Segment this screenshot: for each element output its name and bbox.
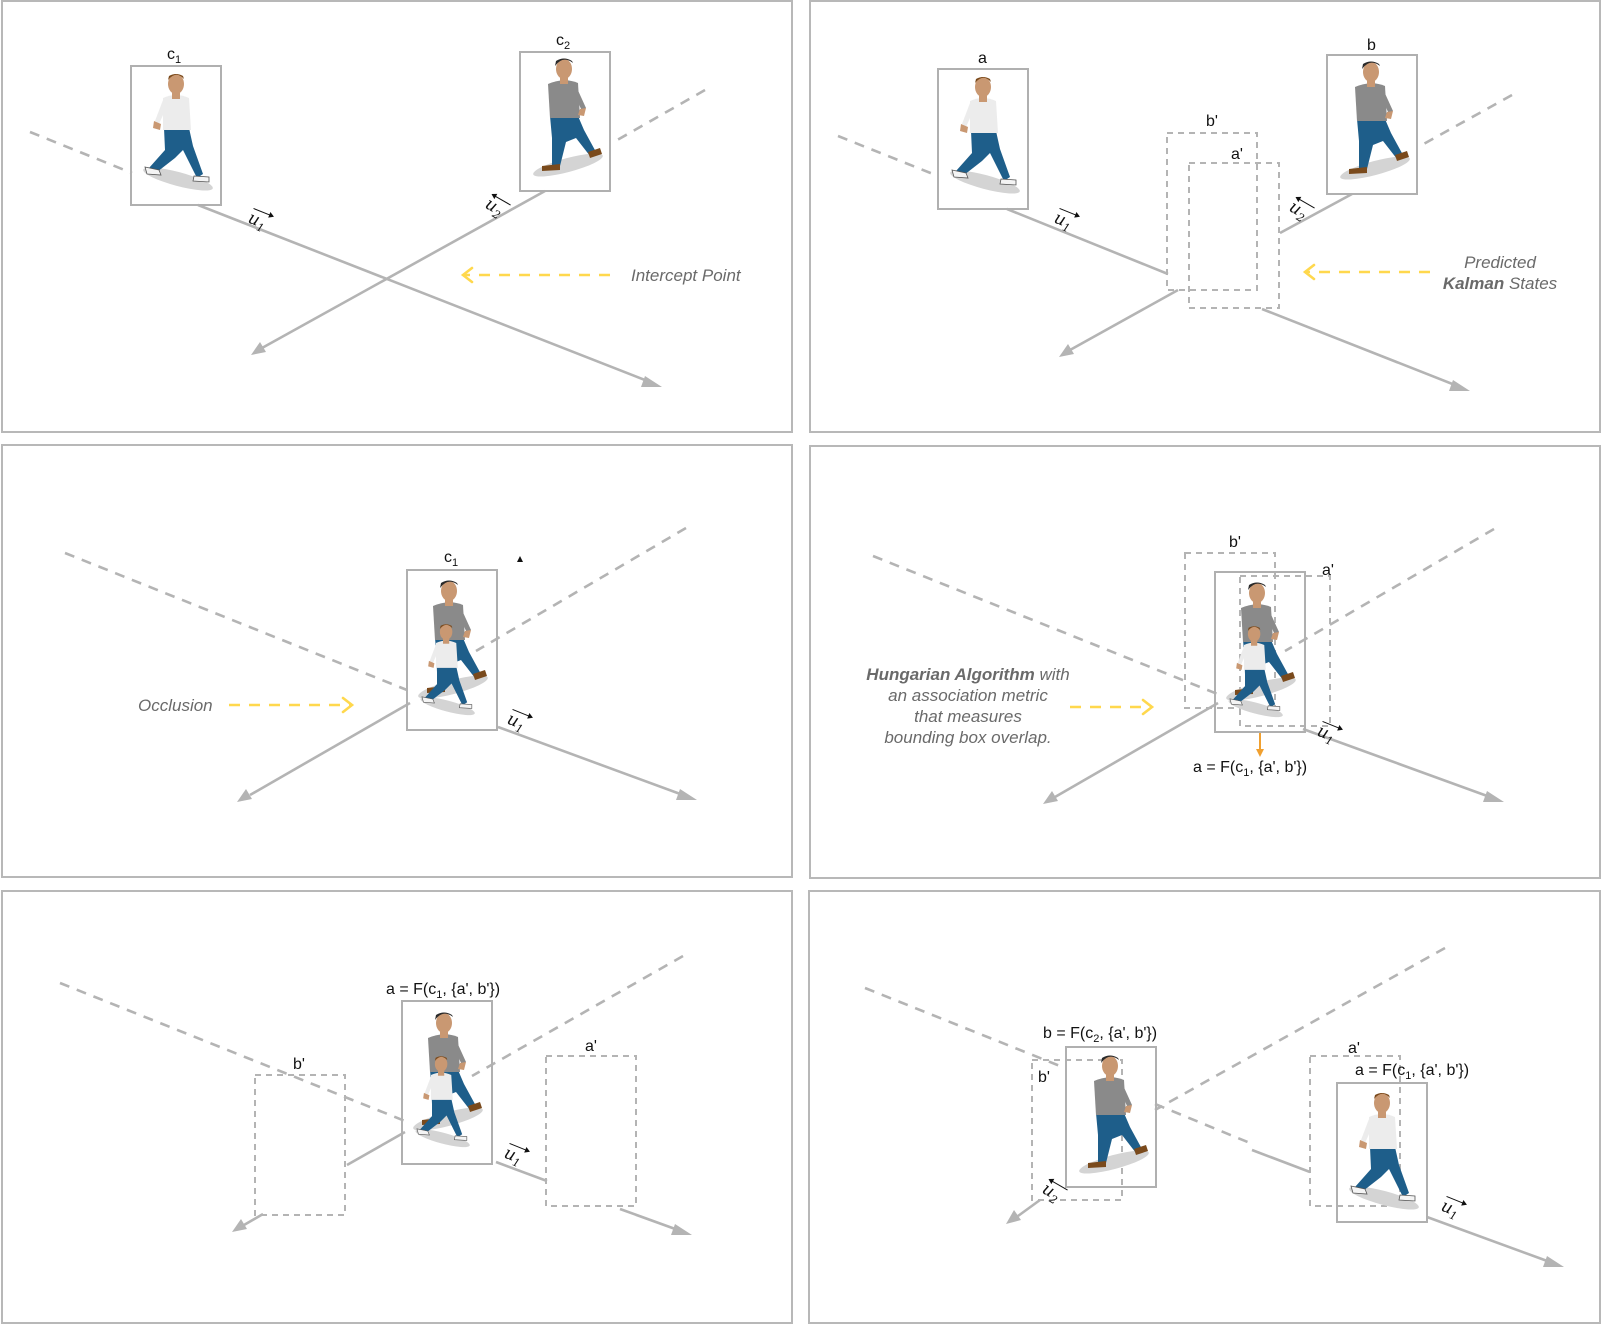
- predicted-box-a: [1239, 575, 1331, 727]
- label-c2: c2: [556, 32, 570, 52]
- arrowhead-icon: [1449, 380, 1470, 391]
- label-c1: c1: [444, 549, 458, 569]
- arrowhead-icon: [251, 342, 266, 355]
- detection-box-c1: [130, 65, 222, 206]
- label-a-pred: a': [585, 1038, 597, 1055]
- label-a-pred: a': [1348, 1040, 1360, 1057]
- detection-box-b: [1326, 54, 1418, 195]
- label-a-pred: a': [1231, 146, 1243, 163]
- arrowhead-icon: [1543, 1256, 1564, 1267]
- trajectory-2: [1059, 93, 1513, 357]
- detection-box-c1: [406, 569, 498, 731]
- arrowhead-icon: [676, 789, 697, 800]
- panel-6-frame: [808, 890, 1601, 1324]
- note-occlusion: Occlusion: [138, 696, 213, 715]
- note-hungarian-line1: Hungarian Algorithm with: [866, 665, 1069, 684]
- arrowhead-icon: [641, 376, 662, 387]
- detection-box-c1: [1214, 571, 1306, 733]
- panel-4-frame: [809, 445, 1601, 879]
- arrowhead-icon: [1006, 1210, 1021, 1224]
- note-kalman-states: Kalman States: [1443, 274, 1558, 293]
- predicted-box-b: [254, 1074, 346, 1216]
- note-intercept-point: Intercept Point: [631, 266, 742, 285]
- hint-arrow-occlusion: [229, 696, 355, 714]
- vector-u1: u1: [500, 1143, 530, 1170]
- label-b-pred: b': [1229, 534, 1241, 551]
- vector-u1: u1: [503, 709, 533, 736]
- svg-text:u1: u1: [1437, 1196, 1462, 1223]
- panel-3: c1 u1 Occlusion: [1, 444, 793, 878]
- detection-box-a: [1336, 1082, 1428, 1223]
- vector-u1: u1: [1313, 721, 1343, 748]
- trajectory-1: [64, 551, 697, 800]
- arrowhead-icon: [232, 1219, 247, 1232]
- hint-arrow-intercept: [460, 266, 610, 284]
- note-predicted: Predicted: [1464, 253, 1536, 272]
- svg-text:u1: u1: [1050, 208, 1075, 235]
- panel-6: b = F(c2, {a', b'}) b' a' a = F(c1, {a',…: [808, 890, 1601, 1324]
- hint-arrow-kalman: [1302, 263, 1430, 281]
- arrowhead-icon: [237, 789, 252, 802]
- trajectory-2: [1043, 527, 1495, 804]
- label-b: b: [1367, 37, 1376, 54]
- predicted-box-a: [545, 1055, 637, 1207]
- svg-text:u1: u1: [1313, 721, 1338, 748]
- formula-a: a = F(c1, {a', b'}): [1193, 759, 1307, 779]
- note-hungarian-line3: that measures: [914, 707, 1022, 726]
- panel-1: c1 c2 u1 u2 Intercept Point: [1, 0, 793, 433]
- panel-1-frame: [1, 0, 793, 433]
- trajectory-2: [237, 526, 687, 802]
- panel-3-frame: [1, 444, 793, 878]
- trajectory-2: [251, 88, 706, 355]
- formula-a: a = F(c1, {a', b'}): [1355, 1062, 1469, 1082]
- predicted-box-a: [1309, 1055, 1401, 1207]
- pointer-to-formula: [1256, 733, 1264, 757]
- note-hungarian-line4: bounding box overlap.: [884, 728, 1051, 747]
- trajectory-2: [232, 954, 684, 1232]
- vector-u1: u1: [244, 208, 274, 235]
- predicted-box-a: [1188, 162, 1280, 309]
- detection-box-a: [937, 68, 1029, 210]
- arrowhead-icon: [1059, 344, 1074, 357]
- label-c1: c1: [167, 46, 181, 66]
- label-a: a: [978, 50, 987, 67]
- hint-arrow-hungarian: [1070, 698, 1155, 716]
- label-b-pred: b': [293, 1056, 305, 1073]
- formula-a: a = F(c1, {a', b'}): [386, 981, 500, 1001]
- predicted-box-b: [1166, 132, 1258, 291]
- vector-u1: u1: [1437, 1196, 1467, 1223]
- detection-box-b: [1065, 1046, 1157, 1188]
- note-hungarian-line2: an association metric: [888, 686, 1048, 705]
- label-b-pred: b': [1206, 113, 1218, 130]
- panel-2-frame: [809, 0, 1601, 433]
- detection-box-c2: [519, 51, 611, 192]
- arrowhead-icon: [1483, 791, 1504, 802]
- panel-5: b' a' a = F(c1, {a', b'}) u1: [1, 890, 793, 1324]
- arrowhead-icon: [1043, 791, 1058, 804]
- panel-2: b' a' a b u1 u2 Predicted Kalman States: [809, 0, 1601, 433]
- svg-text:u1: u1: [500, 1143, 525, 1170]
- trajectory-2: [1006, 946, 1446, 1224]
- label-b-pred: b': [1038, 1069, 1050, 1086]
- svg-text:u1: u1: [503, 709, 528, 736]
- svg-text:u1: u1: [244, 208, 269, 235]
- vector-u1: u1: [1050, 208, 1080, 235]
- panel-5-frame: [1, 890, 793, 1324]
- panel-4: b' a' u1 a = F(c1, {a', b'}) Hungarian A…: [809, 445, 1601, 879]
- trajectory-1: [59, 981, 692, 1235]
- trajectory-1: [837, 134, 1470, 391]
- trajectory-1: [872, 554, 1504, 802]
- label-a-pred: a': [1322, 562, 1334, 579]
- detection-box-c1: [401, 1000, 493, 1165]
- stray-mark: [517, 556, 523, 562]
- trajectory-1: [29, 130, 662, 387]
- trajectory-1: [864, 986, 1564, 1267]
- arrowhead-icon: [671, 1224, 692, 1235]
- formula-b: b = F(c2, {a', b'}): [1043, 1025, 1157, 1045]
